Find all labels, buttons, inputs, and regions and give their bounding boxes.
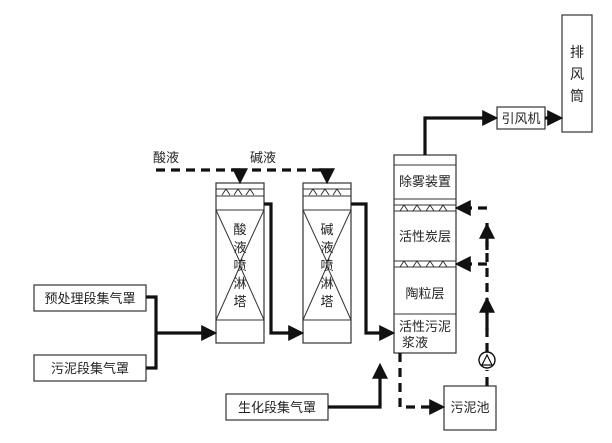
activated-carbon-label: 活性炭层 <box>399 230 451 245</box>
bio-hood-pipe <box>328 362 388 409</box>
alkali-tower-char-2: 液 <box>320 241 333 256</box>
acid-tower-char-4: 淋 <box>233 277 246 292</box>
bio-hood-label: 生化段集气罩 <box>238 400 316 416</box>
acid-tower-char-2: 液 <box>233 241 246 256</box>
acid-spray-tower: 酸 液 喷 淋 塔 <box>215 182 265 344</box>
alkali-tower-char-3: 喷 <box>320 259 333 274</box>
pretreat-hood-label: 预处理段集气罩 <box>44 291 135 307</box>
stack-char-3: 筒 <box>570 88 584 105</box>
sludge-tank-label: 污泥池 <box>450 401 489 416</box>
alkali-to-bio-pipe <box>351 202 396 341</box>
pump-icon <box>478 351 496 369</box>
slurry-to-tank-line <box>398 353 446 415</box>
sludge-tank: 污泥池 <box>443 385 497 431</box>
acid-tower-char-5: 塔 <box>233 295 246 310</box>
bio-hood: 生化段集气罩 <box>225 393 329 421</box>
stack-char-2: 风 <box>570 67 584 83</box>
demister-label: 除雾装置 <box>399 175 451 190</box>
tower-spray-nozzles-2 <box>394 260 456 268</box>
alkali-liquid-line <box>252 168 335 185</box>
stack-char-1: 排 <box>570 45 584 61</box>
sludge-hood-label: 污泥段集气罩 <box>51 361 129 377</box>
ceramic-layer-label: 陶粒层 <box>405 286 444 302</box>
pretreat-hood: 预处理段集气罩 <box>33 284 147 312</box>
acid-tower-char-3: 喷 <box>233 259 246 274</box>
pretreat-hood-pipe <box>146 295 158 370</box>
acid-to-alkali-pipe <box>264 202 305 341</box>
sludge-slurry-label-2: 浆液 <box>402 336 428 351</box>
fan-label: 引风机 <box>501 112 540 127</box>
alkali-spray-tower: 碱 液 喷 淋 塔 <box>302 182 352 344</box>
acid-liquid-line <box>156 168 248 185</box>
acid-tower-char-1: 酸 <box>233 223 246 238</box>
alkali-tower-char-1: 碱 <box>320 223 333 238</box>
tower-spray-nozzles-1 <box>394 204 456 212</box>
induced-draft-fan: 引风机 <box>496 106 546 130</box>
bio-tower: 除雾装置 活性炭层 陶粒层 活性污泥 浆液 <box>393 154 457 354</box>
alkali-liquid-label: 碱液 <box>250 151 276 166</box>
acid-liquid-label: 酸液 <box>153 151 179 166</box>
tower-to-fan-pipe <box>423 110 499 155</box>
alkali-tower-char-4: 淋 <box>320 277 333 292</box>
sludge-hood: 污泥段集气罩 <box>33 354 147 382</box>
sludge-slurry-label-1: 活性污泥 <box>399 320 451 335</box>
alkali-tower-char-5: 塔 <box>320 295 333 310</box>
exhaust-stack: 排 风 筒 <box>561 14 593 133</box>
